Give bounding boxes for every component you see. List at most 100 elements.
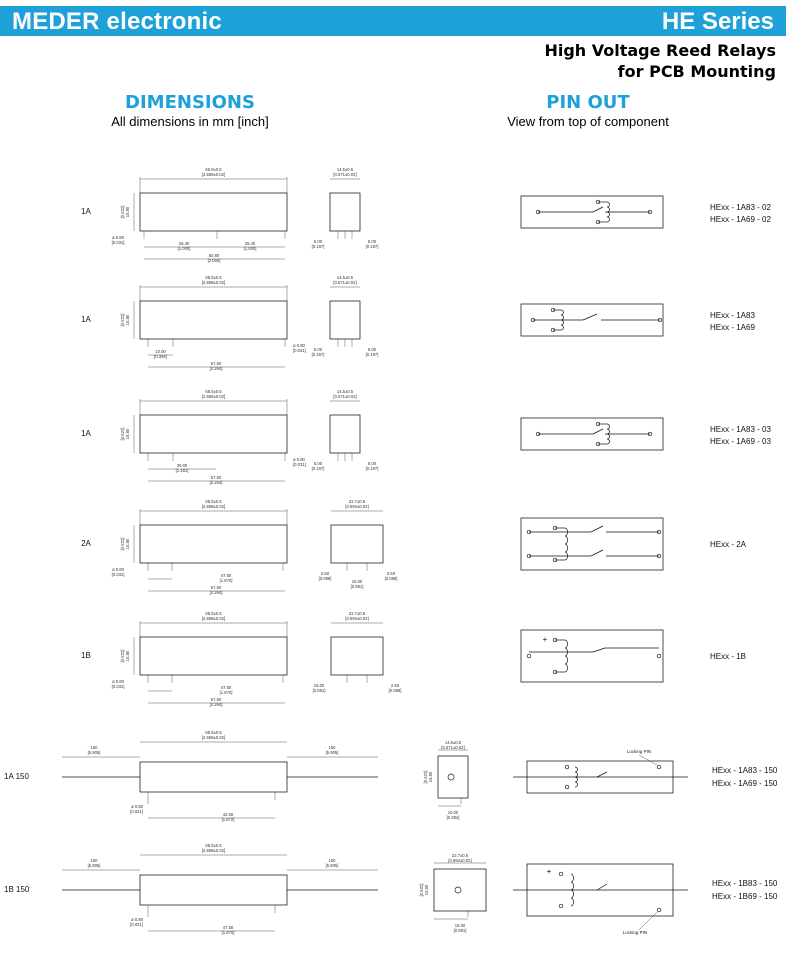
pitch-dim-b-inch: [1.000] bbox=[244, 246, 257, 251]
brand-title: MEDER electronic bbox=[12, 8, 222, 35]
switch-blade bbox=[596, 771, 608, 778]
pin-span-dim-inch: [2.264] bbox=[210, 480, 223, 485]
pinout-box bbox=[520, 629, 664, 683]
side-dim-a-inch: [0.197] bbox=[312, 244, 325, 249]
switch-blade bbox=[592, 428, 604, 435]
total-pitch-dim-value: 50.80 bbox=[209, 253, 220, 258]
pin-dot bbox=[564, 764, 570, 770]
pin-dia-inch: [0.031] bbox=[293, 462, 306, 467]
pin-dia-value: ø 0.80 bbox=[293, 457, 306, 462]
side-dim-c-inch: [0.098] bbox=[385, 576, 398, 581]
height-dim-value: 15.80 bbox=[125, 538, 130, 549]
relay-body-side bbox=[139, 192, 288, 232]
side-dim-a-value: 5.00 bbox=[314, 239, 323, 244]
width-dim-inch: [0.571±0.02] bbox=[333, 280, 356, 285]
side-dim-b-value: 5.00 bbox=[368, 461, 377, 466]
length-dim-value: 65.0±0.5 bbox=[205, 167, 222, 172]
series-title: HE Series bbox=[661, 8, 774, 35]
row-label: 1B bbox=[81, 651, 91, 660]
side-dim-b-value: 15.00 bbox=[352, 579, 363, 584]
height-dim-inch: [0.622] bbox=[120, 428, 125, 441]
pin-pitch-dim-value: 47.50 bbox=[221, 685, 232, 690]
length-dim-inch: [2.559±0.02] bbox=[202, 280, 225, 285]
height-dim-value: 15.80 bbox=[125, 206, 130, 217]
page-subtitle: High Voltage Reed Relays for PCB Mountin… bbox=[544, 40, 776, 82]
lead-dim-left-inch: [5.905] bbox=[88, 863, 101, 868]
lead-dim-right-value: 150 bbox=[329, 858, 337, 863]
side-dim-a-value: 2.50 bbox=[321, 571, 330, 576]
lead-dim-right-inch: [5.905] bbox=[326, 750, 339, 755]
relay-body-side bbox=[139, 874, 288, 906]
side-dim-b-inch: [0.591] bbox=[351, 584, 364, 589]
side-dim-a-value: 5.00 bbox=[314, 461, 323, 466]
pin-span-dim-value: 57.50 bbox=[211, 361, 222, 366]
part-number: HExx - 1B83 - 150 bbox=[712, 879, 778, 888]
pin-dia-inch: [0.031] bbox=[112, 572, 125, 577]
pin-pitch-dim-inch: [1.181] bbox=[176, 468, 189, 473]
side-dim-a-inch: [0.394] bbox=[447, 815, 460, 820]
width-dim-value: 22.7±0.5 bbox=[349, 611, 366, 616]
part-number: HExx - 1A83 - 150 bbox=[712, 766, 778, 775]
row-label: 1A bbox=[81, 429, 91, 438]
relay-body-end bbox=[330, 636, 384, 676]
pin-span-dim-inch: [2.264] bbox=[210, 702, 223, 707]
pin-dia-value: ø 0.80 bbox=[131, 917, 144, 922]
pin-span-dim-value: 47.50 bbox=[223, 925, 234, 930]
pin-dia-value: ø 0.80 bbox=[112, 235, 125, 240]
row-label: 1A bbox=[81, 315, 91, 324]
part-number: HExx - 1A69 bbox=[710, 323, 755, 332]
pin-pitch-dim-value: 10.00 bbox=[155, 349, 166, 354]
side-dim-b-inch: [0.098] bbox=[389, 688, 402, 693]
locking-hole bbox=[447, 773, 455, 781]
switch-blade bbox=[590, 525, 604, 533]
side-dim-b-inch: [0.197] bbox=[366, 244, 379, 249]
part-number: HExx - 1A69 - 02 bbox=[710, 215, 771, 224]
polarity-plus: + bbox=[547, 867, 552, 876]
relay-body-end bbox=[329, 300, 361, 340]
lead-dim-left-inch: [5.905] bbox=[88, 750, 101, 755]
side-dim-a-value: 10.00 bbox=[448, 810, 459, 815]
height-dim-value: 15.80 bbox=[125, 428, 130, 439]
pin-span-dim-inch: [2.264] bbox=[210, 590, 223, 595]
length-dim-value: 65.0±0.5 bbox=[205, 389, 222, 394]
pin-pitch-dim-inch: [1.870] bbox=[220, 578, 233, 583]
side-dim-b-inch: [0.197] bbox=[366, 466, 379, 471]
length-dim-value: 65.0±0.5 bbox=[205, 275, 222, 280]
subtitle-line-1: High Voltage Reed Relays bbox=[544, 41, 776, 60]
width-dim-value: 14.5±0.5 bbox=[337, 275, 354, 280]
width-dim-value: 22.7±0.5 bbox=[452, 853, 469, 858]
pin-span-dim-inch: [1.672] bbox=[222, 817, 235, 822]
pin-dot bbox=[656, 907, 662, 913]
height-dim-inch: [0.622] bbox=[423, 771, 428, 784]
part-number: HExx - 1B bbox=[710, 652, 746, 661]
width-dim-inch: [0.894±0.02] bbox=[345, 504, 368, 509]
relay-body-side bbox=[139, 414, 288, 454]
length-dim-value: 65.0±0.5 bbox=[205, 843, 222, 848]
pin-dia-inch: [0.031] bbox=[112, 240, 125, 245]
pitch-dim-b-value: 25.40 bbox=[245, 241, 256, 246]
pin-dot bbox=[564, 784, 570, 790]
length-dim-value: 65.0±0.5 bbox=[205, 730, 222, 735]
switch-blade bbox=[592, 206, 604, 213]
coil-symbol bbox=[570, 873, 574, 907]
total-pitch-dim-inch: [2.000] bbox=[208, 258, 221, 263]
side-dim-a-value: 5.00 bbox=[314, 347, 323, 352]
relay-body-side bbox=[139, 300, 288, 340]
coil-symbol bbox=[564, 639, 568, 673]
relay-body-end bbox=[329, 414, 361, 454]
locking-pin-leader bbox=[638, 911, 658, 931]
height-dim-value: 15.80 bbox=[424, 884, 429, 895]
height-dim-inch: [0.622] bbox=[120, 538, 125, 551]
pin-pitch-dim-value: 30.00 bbox=[177, 463, 188, 468]
side-dim-a-value: 15.00 bbox=[455, 923, 466, 928]
switch-blade bbox=[592, 647, 606, 653]
pin-dot bbox=[558, 871, 564, 877]
pin-dia-value: ø 0.80 bbox=[293, 343, 306, 348]
width-dim-inch: [0.571±0.02] bbox=[441, 745, 464, 750]
part-number: HExx - 1A83 - 02 bbox=[710, 203, 771, 212]
height-dim-inch: [0.622] bbox=[120, 206, 125, 219]
side-dim-b-value: 5.00 bbox=[368, 239, 377, 244]
pin-span-dim-value: 57.50 bbox=[211, 585, 222, 590]
row-label: 1A bbox=[81, 207, 91, 216]
polarity-plus: + bbox=[543, 635, 548, 644]
